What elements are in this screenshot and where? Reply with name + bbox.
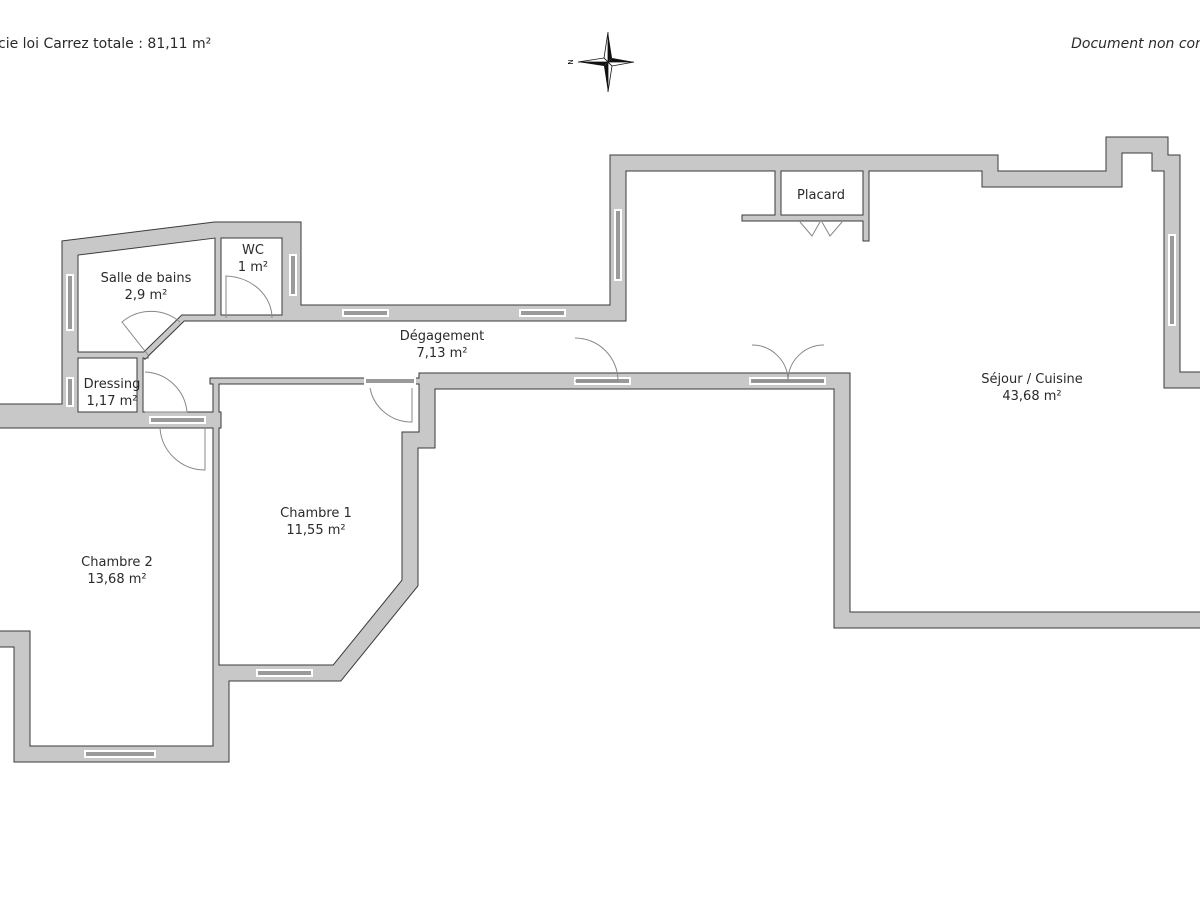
partition: [141, 315, 296, 359]
wall: [0, 137, 1200, 420]
window: [519, 309, 566, 317]
door-swing: [751, 344, 825, 382]
compass-icon: N: [567, 31, 635, 93]
door-swing: [574, 337, 619, 382]
door-swing: [369, 387, 413, 423]
wall: [0, 373, 1200, 762]
doors: [121, 221, 843, 471]
window: [66, 377, 74, 407]
total-area-label: cie loi Carrez totale : 81,11 m²: [0, 36, 212, 52]
wall-outline: [0, 372, 1200, 763]
window: [256, 669, 313, 677]
window: [364, 377, 416, 385]
door-swing: [799, 221, 843, 237]
door-swing: [121, 310, 181, 356]
window: [289, 254, 297, 296]
door-swing: [159, 427, 206, 471]
window: [149, 416, 206, 424]
room-placard: Placard: [797, 188, 845, 203]
window: [614, 209, 622, 281]
window: [342, 309, 389, 317]
door-swing: [225, 275, 273, 319]
disclaimer-label: Document non con: [1071, 36, 1200, 52]
window: [1168, 234, 1176, 326]
window: [66, 274, 74, 331]
compass-letter: N: [567, 59, 575, 64]
walls: [0, 136, 1200, 763]
window: [84, 750, 156, 758]
door-swing: [144, 371, 188, 413]
